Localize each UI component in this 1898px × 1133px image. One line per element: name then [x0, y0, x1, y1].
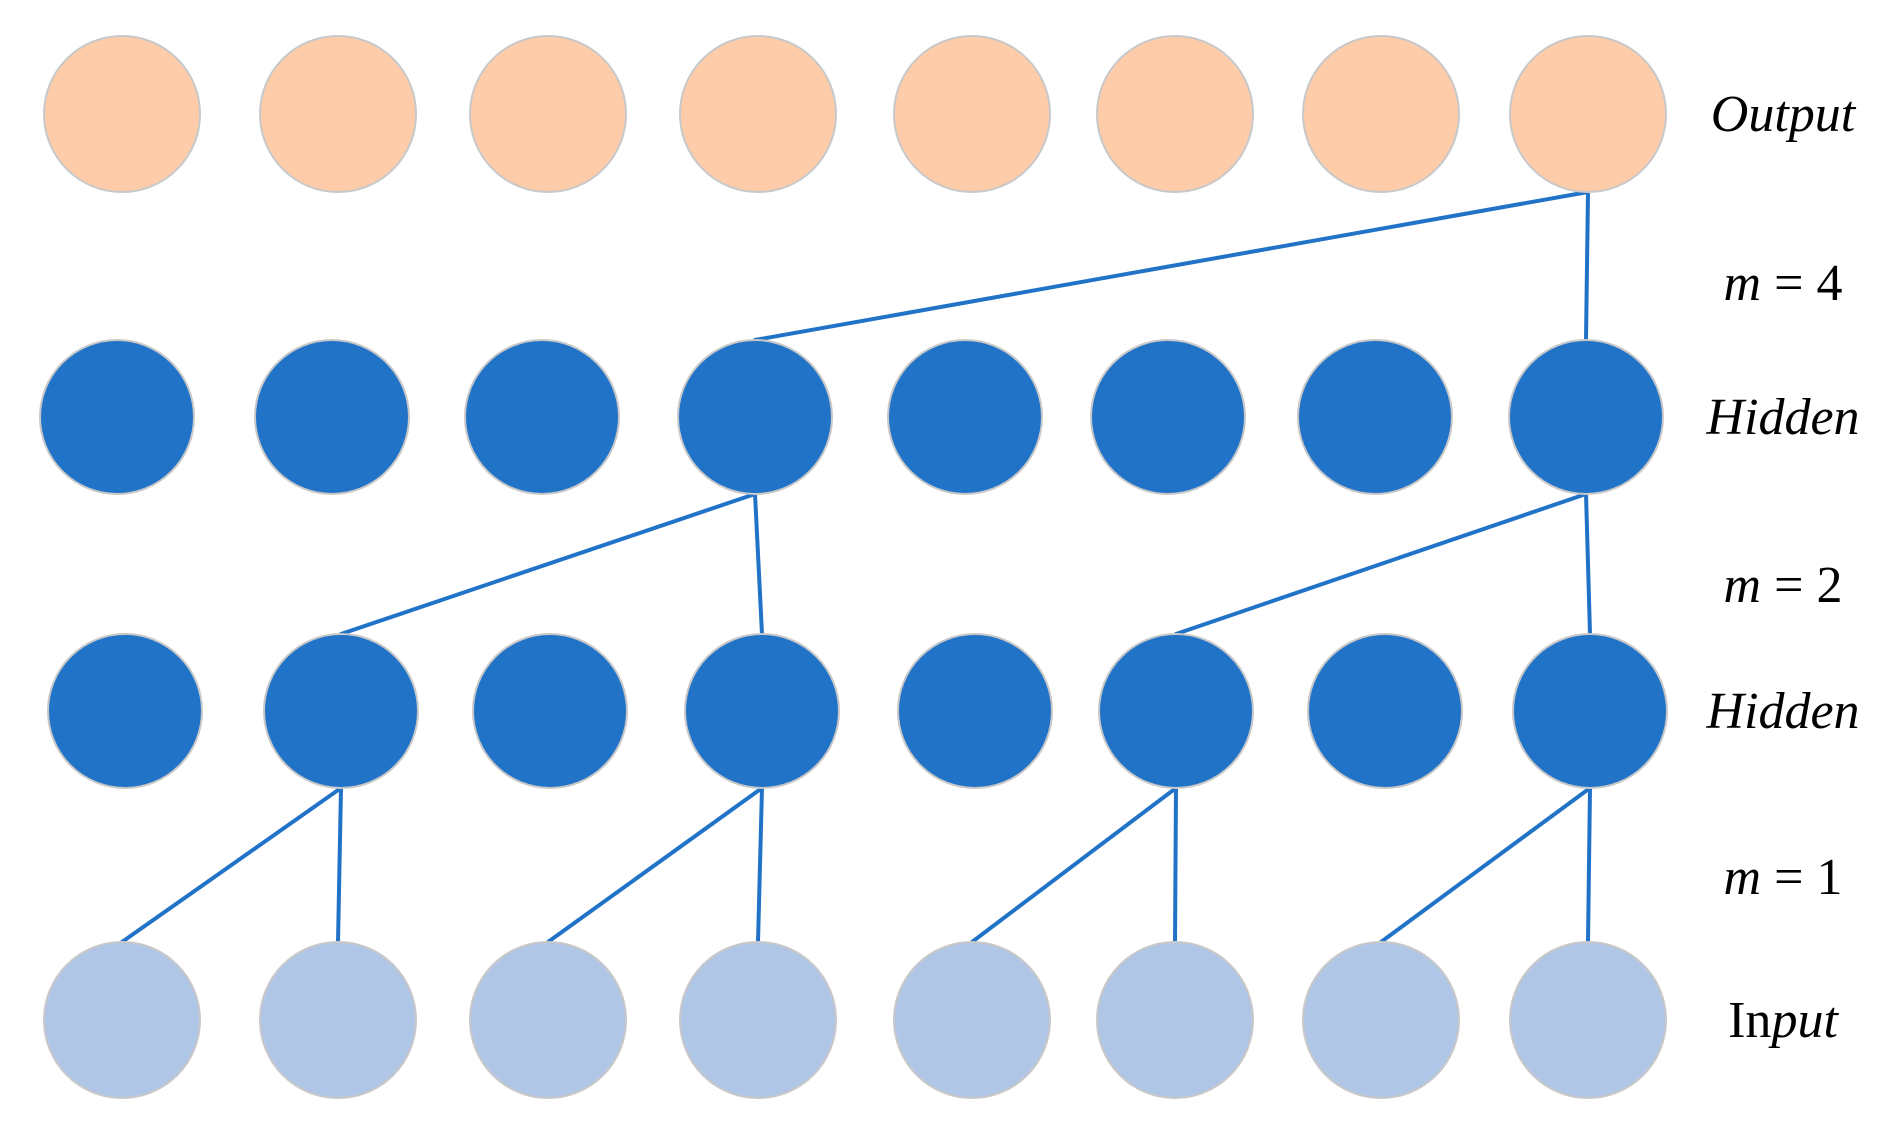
connection-edge: [753, 492, 764, 636]
hidden-node: [887, 339, 1043, 495]
hidden-node: [684, 633, 840, 789]
hidden-node: [1512, 633, 1668, 789]
hidden-node: [472, 633, 628, 789]
input-node: [1096, 941, 1254, 1099]
connection-edge: [336, 786, 343, 944]
output-node: [1096, 35, 1254, 193]
hidden-node: [1098, 633, 1254, 789]
input-node: [469, 941, 627, 1099]
output-node: [1302, 35, 1460, 193]
output-node: [259, 35, 417, 193]
edge-group: [120, 190, 1592, 944]
hidden-node: [263, 633, 419, 789]
connection-edge: [970, 786, 1178, 944]
hidden-node: [254, 339, 410, 495]
output-node: [1509, 35, 1667, 193]
connection-edge: [1174, 492, 1588, 636]
connection-edge: [756, 786, 764, 944]
hidden-node: [1297, 339, 1453, 495]
output-node: [43, 35, 201, 193]
connection-edge: [546, 786, 764, 944]
output-node: [469, 35, 627, 193]
connection-edge: [120, 786, 343, 944]
hidden-node: [897, 633, 1053, 789]
hidden-node: [47, 633, 203, 789]
dilation-label: m = 1: [1724, 849, 1843, 906]
output-node: [679, 35, 837, 193]
hidden-node: [39, 339, 195, 495]
hidden-node: [677, 339, 833, 495]
hidden-node: [464, 339, 620, 495]
dilation-label: m = 2: [1724, 557, 1843, 614]
layer-label-output: Output: [1711, 86, 1857, 143]
connection-edge: [1586, 786, 1592, 944]
layer-label-hidden: Hidden: [1705, 683, 1859, 740]
output-node: [893, 35, 1051, 193]
dilation-label: m = 4: [1724, 255, 1843, 312]
connection-edge: [753, 190, 1590, 342]
connection-edge: [1379, 786, 1592, 944]
hidden-node: [1508, 339, 1664, 495]
connection-edge: [339, 492, 757, 636]
connection-edge: [1584, 492, 1592, 636]
connection-edge: [1584, 190, 1590, 342]
hidden-node: [1307, 633, 1463, 789]
input-node: [679, 941, 837, 1099]
connection-edge: [1173, 786, 1178, 944]
hidden-node: [1090, 339, 1246, 495]
input-node: [259, 941, 417, 1099]
input-node: [1302, 941, 1460, 1099]
layer-label-input: Input: [1728, 992, 1839, 1049]
layer-label-hidden: Hidden: [1705, 389, 1859, 446]
input-node: [43, 941, 201, 1099]
input-node: [1509, 941, 1667, 1099]
node-group: [39, 35, 1668, 1099]
input-node: [893, 941, 1051, 1099]
